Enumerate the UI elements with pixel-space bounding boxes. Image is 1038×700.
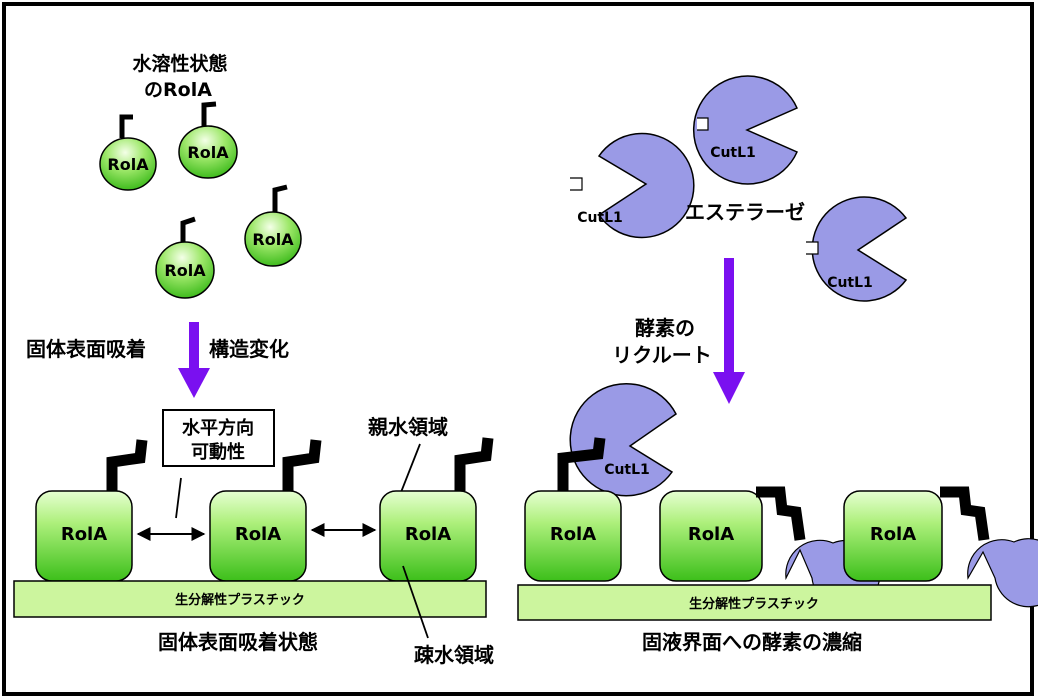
free-cutl1-1: CutL1	[693, 75, 798, 185]
rola-label: RolA	[550, 524, 596, 545]
rola-label: RolA	[61, 524, 107, 545]
rola-label: RolA	[870, 524, 916, 545]
hydrophobic-pointer	[402, 565, 429, 639]
plastic-label: 生分解性プラスチック	[689, 596, 819, 612]
adsorbed-rola-3: RolA	[379, 437, 494, 582]
esterase-label: エステラーゼ	[685, 200, 805, 224]
cutl1-label: CutL1	[710, 145, 756, 161]
recruit-line2: リクルート	[612, 343, 711, 367]
cutl1-label: CutL1	[577, 210, 623, 226]
mobility-pointer	[175, 477, 182, 519]
plastic-left: 生分解性プラスチック	[13, 580, 487, 618]
soluble-rola-1: RolA	[99, 114, 157, 191]
rola-label: RolA	[187, 143, 229, 162]
rola-label: RolA	[688, 524, 734, 545]
soluble-rola-4: RolA	[155, 216, 215, 299]
soluble-rola-2: RolA	[178, 101, 238, 179]
adsorbed-rola-1: RolA	[35, 439, 148, 582]
soluble-title-1: 水溶性状態	[132, 52, 227, 75]
right-rola-3: RolA	[843, 486, 1038, 608]
cutl1-label: CutL1	[827, 275, 873, 291]
right-caption: 固液界面への酵素の濃縮	[642, 630, 862, 654]
mobility-box: 水平方向 可動性	[162, 409, 275, 467]
hydrophilic-label: 親水領域	[368, 415, 448, 439]
rola-label: RolA	[252, 230, 294, 249]
mobility-line1: 水平方向	[182, 417, 254, 439]
rola-label: RolA	[164, 261, 206, 280]
free-cutl1-3: CutL1	[806, 196, 908, 302]
structure-change-label: 構造変化	[209, 337, 289, 361]
plastic-label: 生分解性プラスチック	[175, 592, 305, 608]
left-caption: 固体表面吸着状態	[158, 630, 318, 654]
right-rola-1: RolA	[524, 437, 622, 582]
hydrophobic-label: 疎水領域	[414, 643, 494, 667]
bound-cutl1: CutL1	[569, 382, 677, 497]
free-cutl1-2: CutL1	[570, 132, 695, 239]
adsorb-arrow	[178, 322, 210, 398]
rola-label: RolA	[405, 524, 451, 545]
rola-label: RolA	[235, 524, 281, 545]
soluble-title-2: のRolA	[144, 79, 212, 101]
recruit-arrow	[713, 258, 745, 404]
adsorbed-rola-2: RolA	[209, 439, 322, 582]
soluble-rola-3: RolA	[244, 184, 302, 267]
bound-cutl1-small	[967, 538, 1038, 608]
mobility-line2: 可動性	[191, 441, 245, 463]
adsorb-label: 固体表面吸着	[26, 337, 146, 361]
cutl1-label: CutL1	[604, 462, 650, 478]
rola-label: RolA	[107, 155, 149, 174]
plastic-right: 生分解性プラスチック	[517, 584, 992, 621]
recruit-line1: 酵素の	[635, 316, 695, 340]
